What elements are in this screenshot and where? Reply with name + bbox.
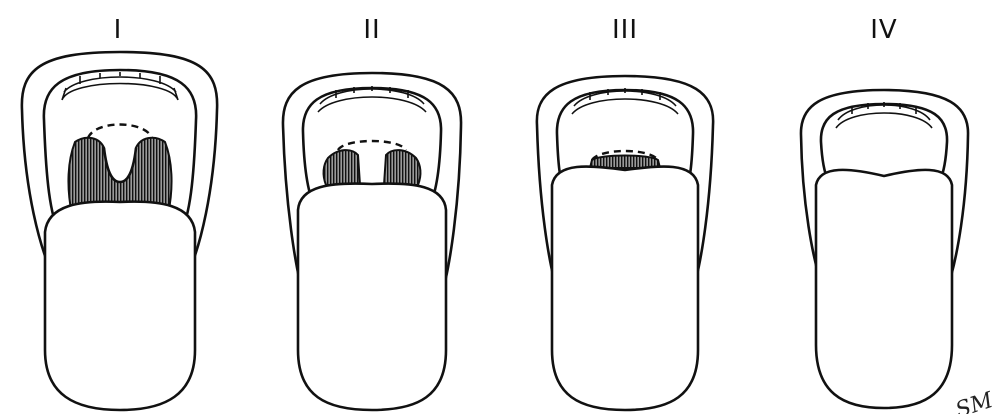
class-ii-tongue <box>298 184 446 410</box>
class-ii-figure: II <box>283 15 461 410</box>
class-i-figure: I <box>22 15 217 410</box>
class-iv-label: IV <box>870 15 897 45</box>
class-iv-mouth-cavity <box>821 104 947 180</box>
class-iv-tongue <box>816 170 952 408</box>
class-iii-label: III <box>612 15 638 45</box>
class-i-tongue <box>45 202 195 410</box>
class-iii-tongue <box>552 166 698 410</box>
class-iii-figure: III <box>537 15 713 410</box>
class-ii-label: II <box>363 15 380 45</box>
class-i-label: I <box>114 15 123 45</box>
class-iv-figure: IV <box>801 15 968 408</box>
signature-watermark: SM <box>953 388 995 414</box>
